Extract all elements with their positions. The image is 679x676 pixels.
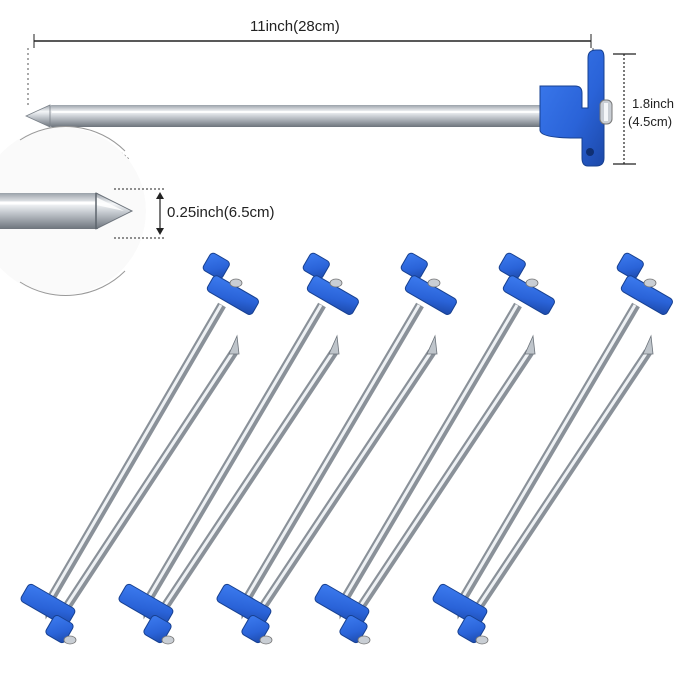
stake-head-up [338,252,555,620]
stake-head-down [314,334,536,645]
stake-head-up [142,252,359,620]
dimension-head-height-line [613,53,636,165]
stake-top-detailed [25,49,613,167]
stake-pair [314,252,555,645]
stake-pair [118,252,359,645]
stake-head-down [216,334,438,645]
stake-head-down [118,334,340,645]
dimension-tip-line [114,188,165,239]
stake-pair [432,252,673,645]
head-height-label-line1: 1.8inch [632,96,674,111]
head-height-label-line2: (4.5cm) [628,114,673,129]
stake-pairs-group [20,252,673,645]
stake-head-up [456,252,673,620]
stake-head-up [44,252,259,620]
length-label: 11inch(28cm) [250,18,340,35]
tip-detail-circle [0,126,146,296]
stake-head-down [432,334,654,645]
stake-pair [216,252,457,645]
dimension-length-line [27,34,594,108]
stake-head-down [20,334,240,645]
stake-pair [20,252,259,645]
tip-diameter-label: 0.25inch(6.5cm) [167,204,275,221]
